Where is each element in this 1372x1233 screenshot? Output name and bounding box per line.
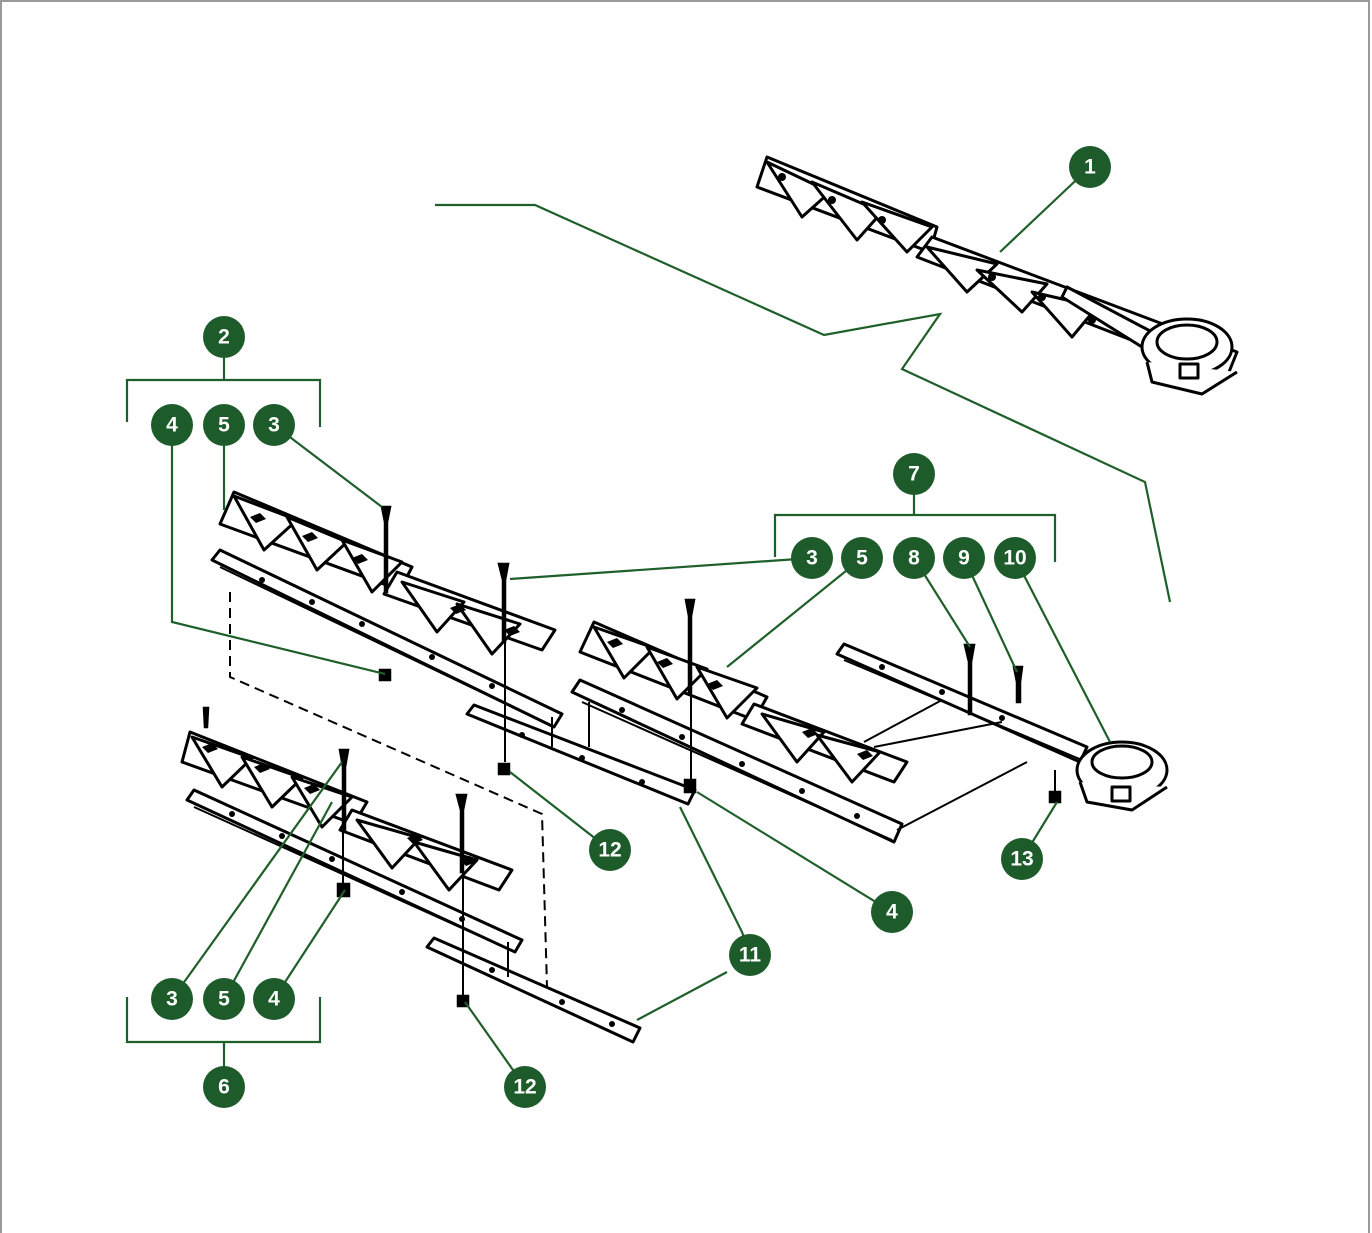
callout-10: 10 bbox=[994, 537, 1036, 579]
dashed-alignment-line bbox=[229, 592, 548, 988]
assembly-relationship-leader bbox=[435, 203, 1172, 603]
leader-4b bbox=[696, 791, 893, 913]
leader-3c bbox=[171, 761, 343, 1000]
callout-5-top: 5 bbox=[203, 404, 245, 446]
callout-8: 8 bbox=[893, 537, 935, 579]
callout-9: 9 bbox=[943, 537, 985, 579]
part-6-knife-section bbox=[180, 706, 642, 1044]
svg-text:3: 3 bbox=[166, 988, 178, 1011]
svg-text:3: 3 bbox=[268, 414, 280, 437]
svg-text:4: 4 bbox=[268, 988, 280, 1011]
svg-text:13: 13 bbox=[1010, 848, 1033, 871]
callout-1: 1 bbox=[1069, 146, 1111, 188]
callout-4-bottom: 4 bbox=[253, 978, 295, 1020]
callout-13: 13 bbox=[1001, 838, 1043, 880]
callout-3-mid: 3 bbox=[791, 537, 833, 579]
svg-text:4: 4 bbox=[886, 901, 898, 924]
svg-text:5: 5 bbox=[856, 547, 868, 570]
leader-3b bbox=[509, 556, 813, 581]
leader-4c bbox=[273, 889, 346, 1000]
leader-3a bbox=[273, 424, 383, 508]
callout-7: 7 bbox=[893, 453, 935, 495]
callout-3-top: 3 bbox=[253, 404, 295, 446]
leader-11 bbox=[636, 806, 752, 1021]
leader-10 bbox=[1014, 557, 1111, 743]
leader-5b bbox=[726, 557, 863, 668]
part-1-knife-assembly bbox=[755, 155, 1239, 396]
svg-text:2: 2 bbox=[218, 326, 230, 349]
svg-text:9: 9 bbox=[958, 547, 970, 570]
callout-2: 2 bbox=[203, 316, 245, 358]
callout-12-bottom: 12 bbox=[504, 1066, 546, 1108]
svg-text:7: 7 bbox=[908, 463, 920, 486]
leader-12a bbox=[509, 771, 611, 851]
svg-text:12: 12 bbox=[598, 839, 621, 862]
svg-text:5: 5 bbox=[218, 988, 230, 1011]
svg-text:10: 10 bbox=[1003, 547, 1026, 570]
callout-6: 6 bbox=[203, 1066, 245, 1108]
svg-text:12: 12 bbox=[513, 1076, 536, 1099]
callout-5-bottom: 5 bbox=[203, 978, 245, 1020]
leader-4a bbox=[170, 425, 386, 676]
svg-text:5: 5 bbox=[218, 414, 230, 437]
svg-text:6: 6 bbox=[218, 1076, 230, 1099]
part-7-knife-section bbox=[570, 598, 1169, 844]
svg-text:11: 11 bbox=[739, 944, 762, 967]
svg-text:1: 1 bbox=[1084, 156, 1096, 179]
callout-5-mid: 5 bbox=[841, 537, 883, 579]
callout-3-bottom: 3 bbox=[151, 978, 193, 1020]
callout-12-mid: 12 bbox=[589, 829, 631, 871]
svg-text:8: 8 bbox=[908, 547, 920, 570]
callout-4-top: 4 bbox=[151, 404, 193, 446]
callout-11: 11 bbox=[729, 934, 771, 976]
svg-text:3: 3 bbox=[806, 547, 818, 570]
leader-5c bbox=[223, 801, 333, 1000]
svg-text:4: 4 bbox=[166, 414, 178, 437]
callout-4-mid: 4 bbox=[871, 891, 913, 933]
part-2-knife-section bbox=[210, 490, 697, 806]
